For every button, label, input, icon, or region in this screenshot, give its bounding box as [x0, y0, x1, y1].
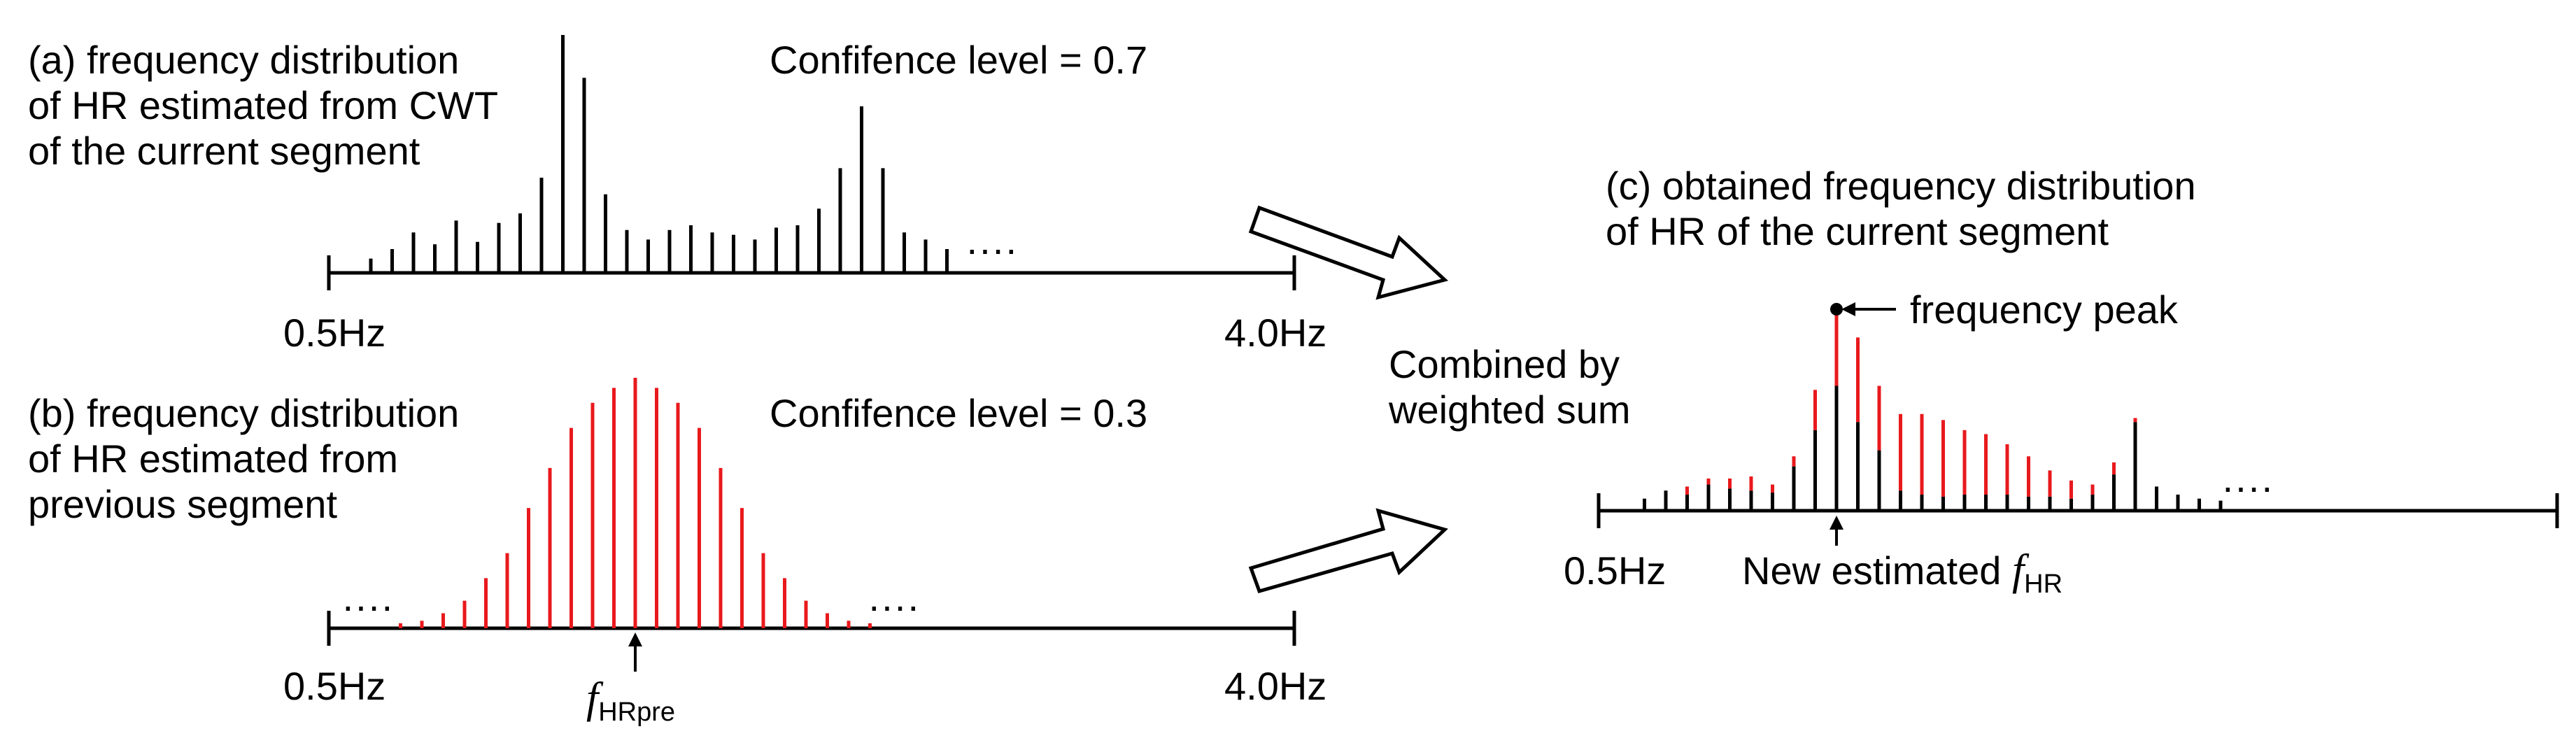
panel-b-confidence: Confifence level = 0.3 [770, 391, 1147, 435]
panel-b: (b) frequency distribution of HR estimat… [28, 378, 1326, 727]
panel-c-bars [1643, 309, 2223, 511]
panel-b-peak-marker-label: fHRpre [586, 674, 675, 727]
f-subscript: HRpre [598, 698, 675, 727]
combine-label-line-2: weighted sum [1388, 388, 1631, 432]
new-estimate-subscript: HR [2024, 569, 2062, 599]
panel-a-title-line-3: of the current segment [28, 129, 420, 173]
panel-b-axis-right-label: 4.0Hz [1224, 664, 1326, 708]
panel-b-title-line-1: (b) frequency distribution [28, 391, 459, 435]
panel-a-axis-right-label: 4.0Hz [1224, 311, 1326, 355]
new-estimate-marker-arrowhead [1830, 516, 1843, 530]
peak-label: frequency peak [1910, 288, 2179, 332]
panel-b-ellipsis-left: ···· [341, 583, 394, 628]
new-estimate-text: New estimated [1742, 548, 2012, 593]
panel-a-title-line-1: (a) frequency distribution [28, 38, 459, 82]
panel-b-peak-marker-arrowhead [628, 632, 642, 646]
panel-b-ellipsis-right: ···· [868, 583, 920, 628]
peak-pointer-arrowhead [1841, 302, 1855, 316]
lower-arrow [1248, 508, 1448, 594]
panel-a-title-line-2: of HR estimated from CWT [28, 83, 498, 127]
new-estimate-label: New estimated fHR [1742, 546, 2062, 599]
panel-a-axis-left-label: 0.5Hz [283, 311, 385, 355]
panel-b-bars [399, 378, 872, 628]
combine-arrows: Combined by weighted sum [1248, 205, 1631, 594]
combine-label-line-1: Combined by [1389, 342, 1620, 386]
panel-b-title-line-2: of HR estimated from [28, 437, 398, 481]
panel-c-title-line-1: (c) obtained frequency distribution [1606, 164, 2196, 208]
panel-a-confidence: Confifence level = 0.7 [770, 38, 1147, 82]
panel-c-title-line-2: of HR of the current segment [1606, 209, 2109, 253]
upper-arrow [1248, 205, 1449, 300]
panel-c-axis-left-label: 0.5Hz [1564, 548, 1666, 593]
panel-a-bars [369, 35, 949, 273]
panel-a-ellipsis: ···· [965, 227, 1018, 271]
panel-a: (a) frequency distribution of HR estimat… [28, 35, 1326, 355]
panel-c: (c) obtained frequency distribution of H… [1564, 164, 2559, 599]
panel-b-title-line-3: previous segment [28, 482, 337, 526]
panel-c-ellipsis: ···· [2221, 465, 2274, 509]
peak-dot [1830, 303, 1843, 316]
panel-b-axis-left-label: 0.5Hz [283, 664, 385, 708]
